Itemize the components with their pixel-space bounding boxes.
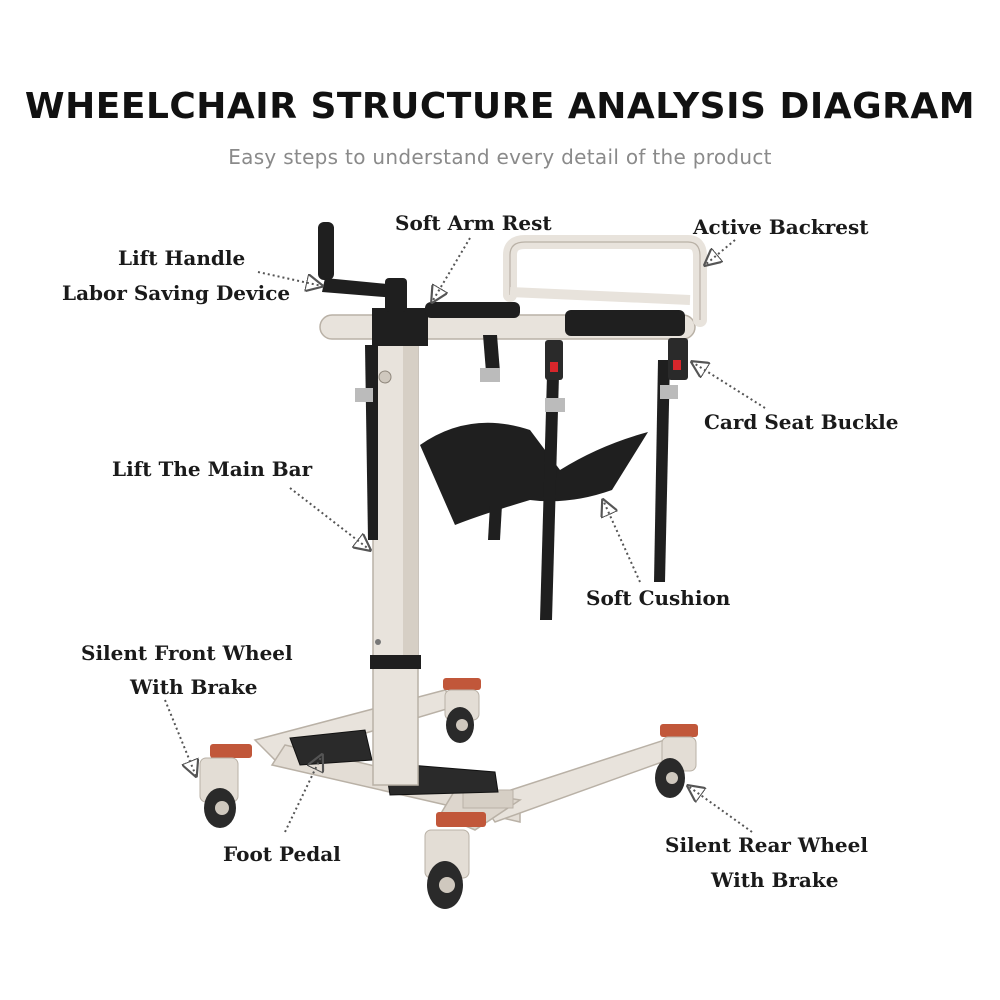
pointer-arrows xyxy=(164,237,766,833)
top-arm-bar xyxy=(319,302,696,346)
caster-wheel-front-left xyxy=(199,744,252,828)
caster-wheel-back-left xyxy=(443,678,481,743)
backrest xyxy=(503,235,707,327)
label-active-backrest: Active Backrest xyxy=(693,215,869,239)
lift-handle xyxy=(318,222,407,312)
label-rear-wheel-brake: With Brake xyxy=(711,868,839,892)
label-soft-cushion: Soft Cushion xyxy=(586,586,731,610)
main-column xyxy=(370,339,421,786)
label-lift-handle: Lift Handle xyxy=(118,246,246,270)
label-soft-arm-rest: Soft Arm Rest xyxy=(395,211,552,235)
caster-wheel-back-right xyxy=(655,724,698,798)
seat-buckles xyxy=(355,338,688,412)
label-rear-wheel: Silent Rear Wheel xyxy=(665,833,868,857)
label-front-wheel: Silent Front Wheel xyxy=(81,641,293,665)
diagram-title: WHEELCHAIR STRUCTURE ANALYSIS DIAGRAM xyxy=(24,86,976,127)
diagram-subtitle: Easy steps to understand every detail of… xyxy=(228,145,772,169)
label-lift-main-bar: Lift The Main Bar xyxy=(112,457,313,481)
label-front-wheel-brake: With Brake xyxy=(130,675,258,699)
label-foot-pedal: Foot Pedal xyxy=(223,842,341,866)
label-card-seat-buckle: Card Seat Buckle xyxy=(704,410,899,434)
caster-wheel-front-right xyxy=(424,812,486,909)
label-labor-saving-device: Labor Saving Device xyxy=(62,281,291,305)
